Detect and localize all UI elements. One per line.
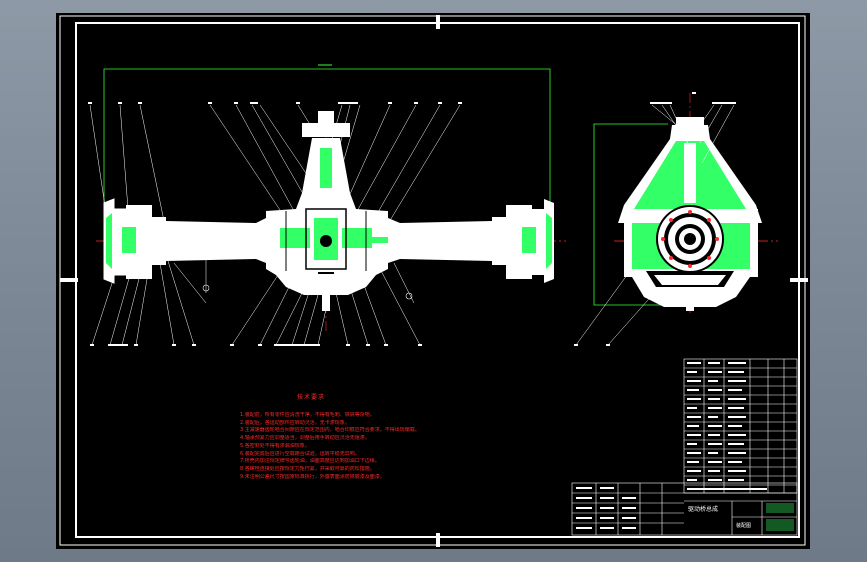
side-view-dimension xyxy=(593,123,668,306)
center-mark-left xyxy=(60,278,78,282)
note-line: 9.未注明公差尺寸按国家标准执行，外露表面涂防锈底漆及面漆。 xyxy=(240,473,385,480)
right-axle-tube xyxy=(388,218,492,263)
note-line: 3.主减速器齿轮啮合间隙应在规定范围内，啮合印痕应符合要求，不得出现偏载。 xyxy=(240,427,420,434)
leaders-top xyxy=(89,104,461,228)
overall-dimension xyxy=(103,68,551,248)
technical-requirements: 1.装配前，所有零件应清洗干净，不得有毛刺、铁屑等杂物。 2.装配后，各运动部件… xyxy=(240,412,490,481)
drawing-sheet: 驱动桥总成 装配图 xyxy=(56,13,810,549)
note-line: 5.各密封处不得有渗漏油现象。 xyxy=(240,442,310,449)
parts-list-text xyxy=(576,362,767,529)
input-flange xyxy=(302,123,350,137)
leaders-bottom xyxy=(91,253,421,346)
note-line: 1.装配前，所有零件应清洗干净，不得有毛刺、铁屑等杂物。 xyxy=(240,412,375,418)
front-view xyxy=(88,102,566,346)
center-mark-bottom xyxy=(436,533,440,547)
balloon-ticks xyxy=(88,102,462,346)
technical-requirements-title: 技术要求 xyxy=(297,394,326,401)
center-mark-top xyxy=(436,15,440,29)
note-line: 6.装配完成后应进行空载跑合试验，运转平稳无异响。 xyxy=(240,450,360,457)
side-view xyxy=(574,92,778,346)
title-block-code: 装配图 xyxy=(736,522,751,529)
center-mark-right xyxy=(790,278,808,282)
left-axle-tube xyxy=(166,218,266,263)
note-line: 2.装配后，各运动部件应转动灵活，无卡滞现象。 xyxy=(240,419,350,426)
note-line: 7.桥壳内加注规定牌号齿轮油，油面高度应达到加油口下边缘。 xyxy=(240,458,380,465)
note-line: 8.各螺栓连接处应按规定力矩拧紧，并采取可靠的防松措施。 xyxy=(240,465,375,472)
assembly-drawing: 驱动桥总成 装配图 xyxy=(59,15,808,547)
parts-list xyxy=(571,358,798,536)
callout-circles xyxy=(202,284,413,300)
title-block-name: 驱动桥总成 xyxy=(688,505,718,513)
note-line: 4.轴承预紧力应调整适当，调整后用手转动应灵活无阻滞。 xyxy=(240,435,370,442)
parts-list-rows xyxy=(684,367,797,486)
